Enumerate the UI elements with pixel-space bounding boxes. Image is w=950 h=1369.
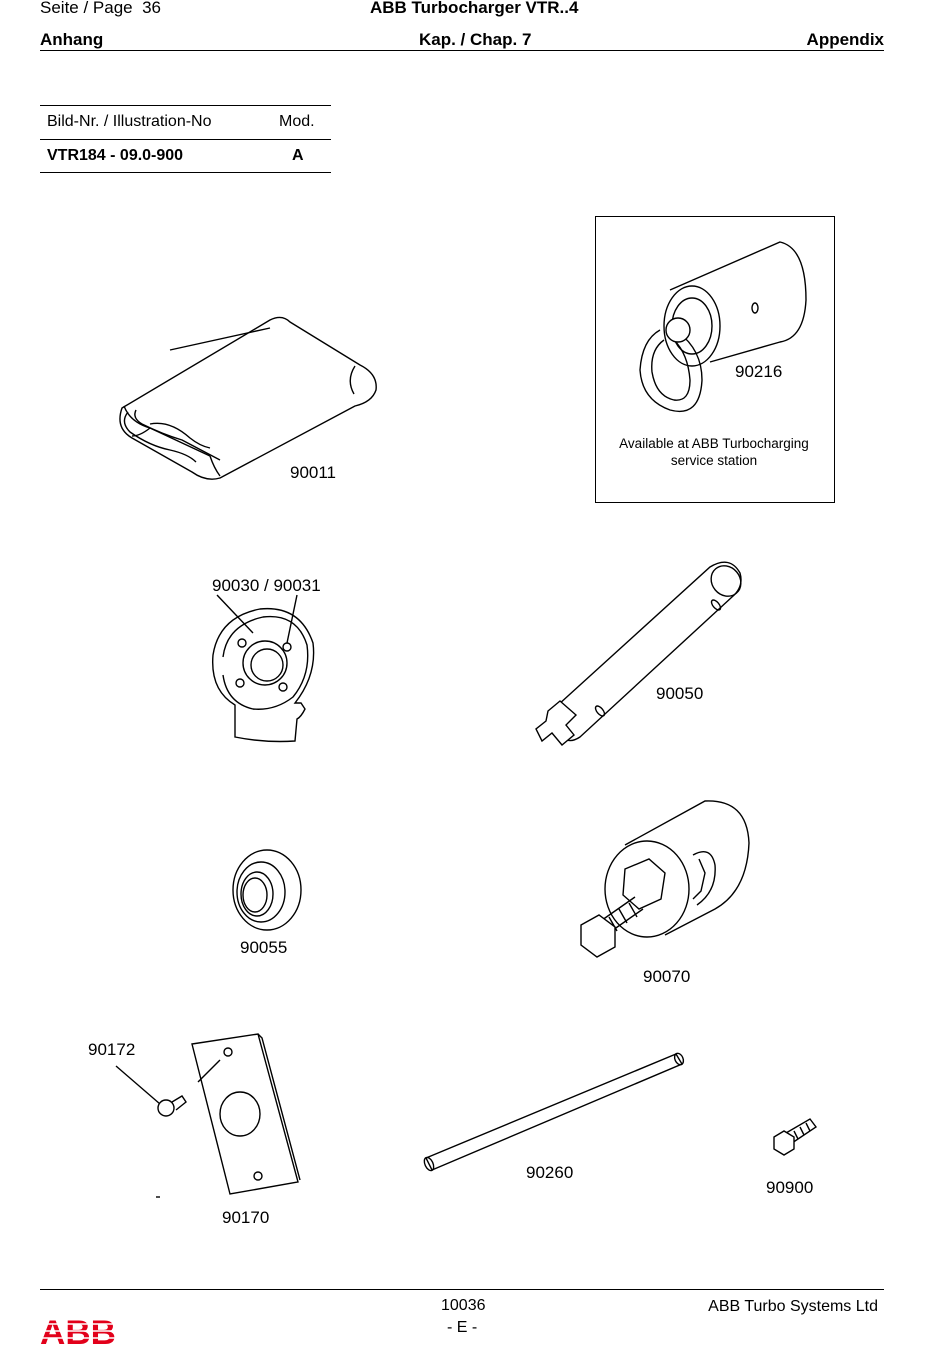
abb-logo-text: ABB <box>40 1314 116 1352</box>
document-title: ABB Turbocharger VTR..4 <box>370 0 579 17</box>
page-label: Seite / Page <box>40 0 133 17</box>
language-code: - E - <box>447 1319 478 1336</box>
table-header-illustration: Bild-Nr. / Illustration-No <box>47 113 212 130</box>
sealing-ring-drawing <box>225 848 303 932</box>
footer-rule <box>40 1289 884 1290</box>
part-label-90172: 90172 <box>88 1040 136 1059</box>
part-label-90170: 90170 <box>222 1208 270 1227</box>
puller-device-drawing <box>575 795 760 965</box>
availability-note-line1: Available at ABB Turbocharging <box>619 436 809 451</box>
long-rod-drawing <box>420 1050 690 1175</box>
table-header-mod: Mod. <box>279 113 315 130</box>
part-label-90050: 90050 <box>656 684 704 703</box>
document-number: 10036 <box>441 1297 486 1314</box>
availability-note: Available at ABB Turbocharging service s… <box>598 435 830 469</box>
part-label-90055: 90055 <box>240 938 288 957</box>
table-rule-mid <box>40 139 331 140</box>
part-label-90260: 90260 <box>526 1163 574 1182</box>
table-illustration-number: VTR184 - 09.0-900 <box>47 147 184 164</box>
section-left: Anhang <box>40 30 104 49</box>
hex-bolt-drawing <box>770 1115 820 1160</box>
company-name: ABB Turbo Systems Ltd <box>708 1298 878 1315</box>
abb-logo: ABB <box>40 1314 118 1352</box>
cover-plate-drawing <box>110 1030 310 1205</box>
eye-bolt-cylinder-drawing <box>630 230 820 430</box>
bearing-bracket-drawing <box>205 595 325 750</box>
header-rule <box>40 50 884 51</box>
table-rule-bottom <box>40 172 331 173</box>
section-right: Appendix <box>806 30 884 49</box>
part-label-90070: 90070 <box>643 967 691 986</box>
table-rule-top <box>40 105 331 106</box>
page-number: 36 <box>142 0 161 17</box>
section-chapter: Kap. / Chap. 7 <box>419 30 532 49</box>
lifting-sling-drawing <box>110 310 390 490</box>
page-number-label: Seite / Page 36 <box>40 0 161 18</box>
part-90216-box <box>595 216 835 503</box>
table-mod-value: A <box>292 147 304 164</box>
part-label-90030-90031: 90030 / 90031 <box>212 576 321 595</box>
part-label-90216: 90216 <box>735 362 783 381</box>
part-label-90900: 90900 <box>766 1178 814 1197</box>
spanner-rod-drawing <box>530 555 750 755</box>
part-label-90011: 90011 <box>290 463 337 482</box>
availability-note-line2: service station <box>670 453 758 468</box>
